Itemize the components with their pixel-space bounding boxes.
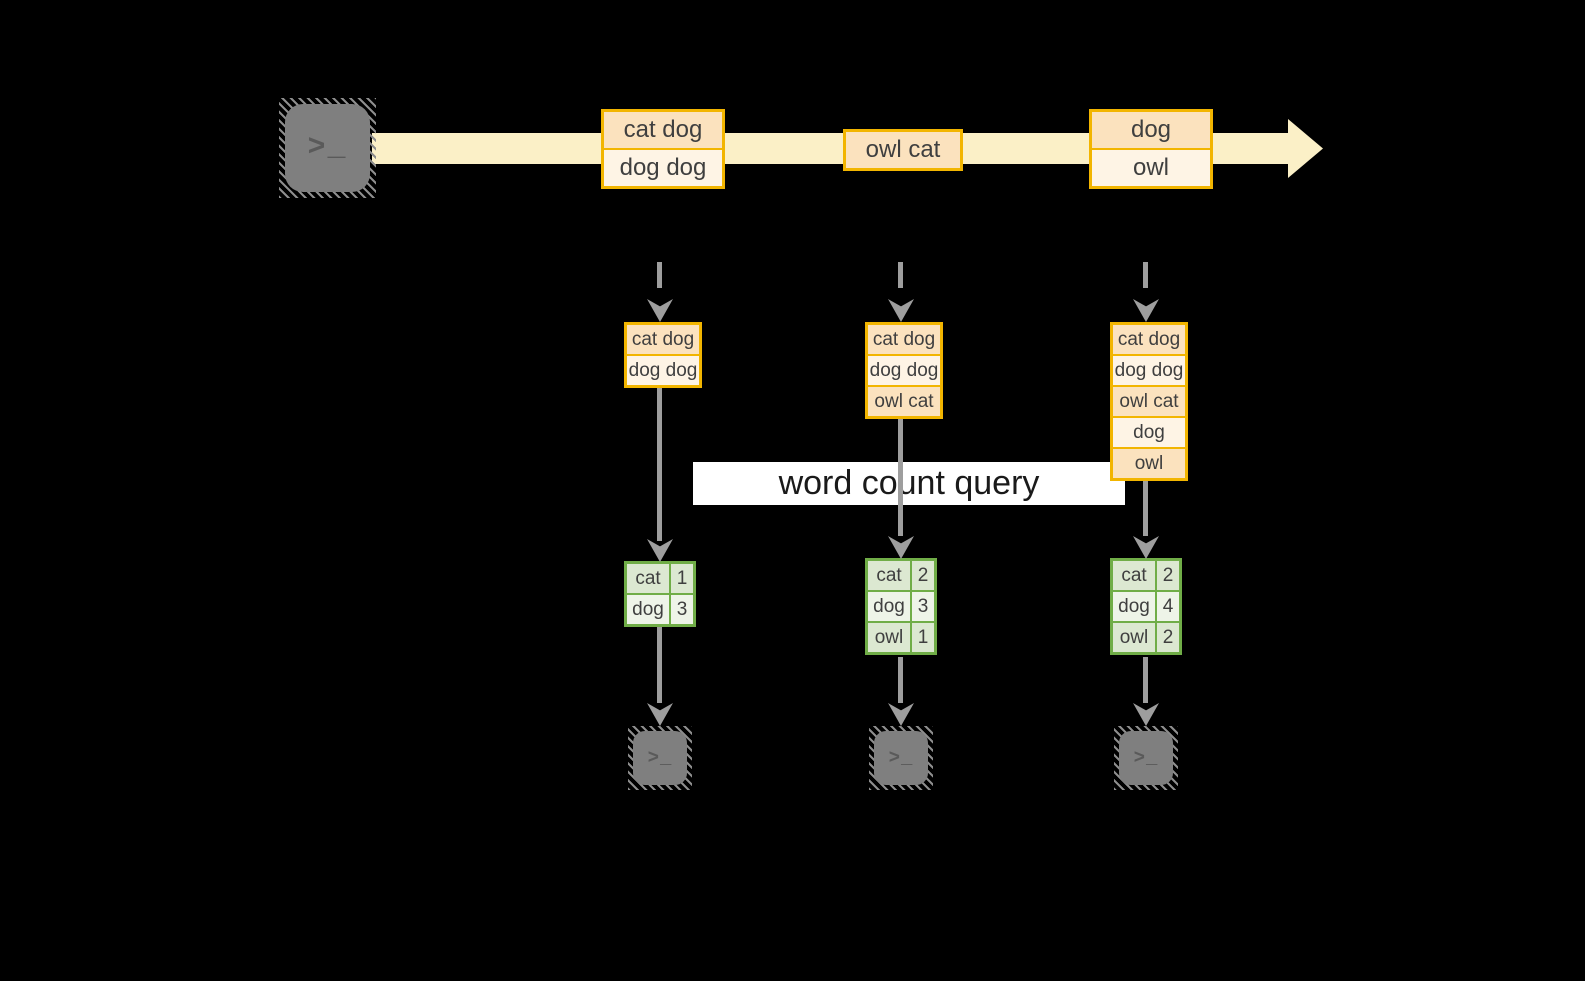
stream-arrowhead-icon (1288, 119, 1323, 178)
result-cell-count: 3 (912, 592, 934, 621)
result-cell-word: owl (1113, 623, 1155, 652)
arrow-stem (1143, 657, 1148, 703)
result-cell-word: dog (627, 595, 669, 624)
terminal-icon: >_ (869, 726, 933, 790)
terminal-prompt-glyph: >_ (307, 131, 348, 165)
result-cell-count: 1 (671, 564, 693, 593)
state-box-1: cat dog dog dog (624, 322, 702, 388)
arrowhead-icon (1133, 703, 1159, 726)
state-box-2: cat dog dog dog owl cat (865, 322, 943, 419)
terminal-icon-face: >_ (633, 731, 687, 785)
event-row: owl (1092, 150, 1210, 186)
dashed-arrowhead-icon (1133, 299, 1159, 322)
state-row: dog (1113, 418, 1185, 447)
state-row: dog dog (868, 356, 940, 385)
result-cell-word: dog (1113, 592, 1155, 621)
state-row: cat dog (627, 325, 699, 354)
terminal-icon: >_ (1114, 726, 1178, 790)
arrow-stem (1143, 481, 1148, 536)
terminal-icon-face: >_ (285, 104, 370, 192)
state-row: owl cat (868, 387, 940, 416)
dashed-arrowhead-icon (647, 299, 673, 322)
dashed-arrow-stem (898, 262, 903, 298)
dashed-arrow-stem (657, 262, 662, 298)
arrow-stem (657, 627, 662, 703)
terminal-prompt-glyph: >_ (647, 747, 673, 769)
result-cell-count: 3 (671, 595, 693, 624)
result-cell-word: cat (868, 561, 910, 590)
state-row: owl (1113, 449, 1185, 478)
arrow-stem (898, 419, 903, 536)
result-table-1: cat 1 dog 3 (624, 561, 696, 627)
arrowhead-icon (647, 539, 673, 562)
terminal-icon-face: >_ (1119, 731, 1173, 785)
arrow-stem (898, 657, 903, 703)
event-box-2: owl cat (843, 129, 963, 171)
dashed-arrowhead-icon (888, 299, 914, 322)
result-cell-count: 2 (1157, 623, 1179, 652)
state-row: dog dog (1113, 356, 1185, 385)
result-cell-word: cat (627, 564, 669, 593)
result-cell-count: 2 (1157, 561, 1179, 590)
arrowhead-icon (1133, 536, 1159, 559)
arrowhead-icon (888, 703, 914, 726)
state-row: cat dog (1113, 325, 1185, 354)
state-box-3: cat dog dog dog owl cat dog owl (1110, 322, 1188, 481)
result-table-3: cat 2 dog 4 owl 2 (1110, 558, 1182, 655)
terminal-prompt-glyph: >_ (1133, 747, 1159, 769)
arrowhead-icon (647, 703, 673, 726)
state-row: owl cat (1113, 387, 1185, 416)
result-cell-count: 4 (1157, 592, 1179, 621)
event-row: dog dog (604, 150, 722, 186)
terminal-icon: >_ (628, 726, 692, 790)
terminal-icon: >_ (279, 98, 376, 198)
state-row: dog dog (627, 356, 699, 385)
terminal-prompt-glyph: >_ (888, 747, 914, 769)
event-box-3: dog owl (1089, 109, 1213, 189)
result-table-2: cat 2 dog 3 owl 1 (865, 558, 937, 655)
event-row: cat dog (604, 112, 722, 148)
dashed-arrow-stem (1143, 262, 1148, 298)
result-cell-count: 2 (912, 561, 934, 590)
state-row: cat dog (868, 325, 940, 354)
query-label: word count query (693, 462, 1125, 505)
event-row: dog (1092, 112, 1210, 148)
event-row: owl cat (846, 132, 960, 168)
terminal-icon-face: >_ (874, 731, 928, 785)
arrowhead-icon (888, 536, 914, 559)
event-box-1: cat dog dog dog (601, 109, 725, 189)
result-cell-count: 1 (912, 623, 934, 652)
arrow-stem (657, 388, 662, 541)
result-cell-word: cat (1113, 561, 1155, 590)
result-cell-word: dog (868, 592, 910, 621)
result-cell-word: owl (868, 623, 910, 652)
